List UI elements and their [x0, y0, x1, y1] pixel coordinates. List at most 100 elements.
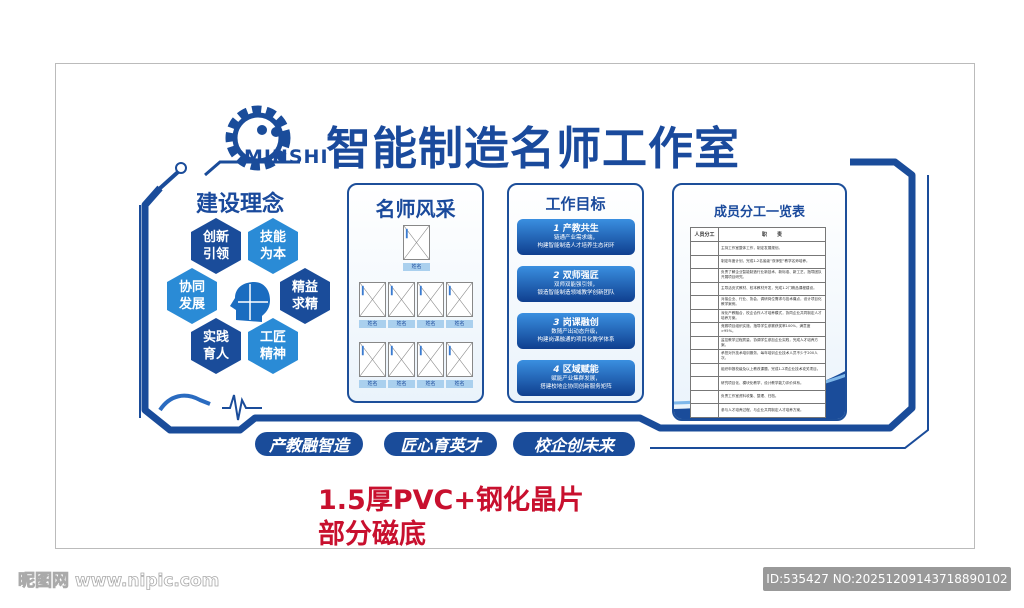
goals-panel: 工作目标 1 产教共生链通产业需求端，构建智能制造人才培养生态闭环 2 双师强匠双…: [507, 183, 644, 403]
concept-hex: 协同发展: [167, 268, 217, 324]
duty-cell: 主持工作室整体工作，制定发展规划。: [718, 241, 826, 256]
goal-title: 1 产教共生: [517, 221, 635, 234]
goal-text: 搭建校地企协同创新服务矩阵: [540, 384, 612, 390]
goal-number: 2: [553, 271, 560, 281]
concept-hex: 工匠精神: [248, 318, 298, 374]
goal-title-text: 双师强匠: [562, 271, 599, 281]
goal-text: 赋能产业集群发展，: [551, 376, 601, 382]
table-row: 研究项目化、模块化教学，设计教学能力评价体系。: [690, 376, 826, 391]
duty-cell: 制定年度计划，完成1-2名省级“双师型”教学名师培养。: [718, 254, 826, 269]
goal-text: 锻造智能制造领域教学创新团队: [537, 290, 615, 296]
role-cell: [690, 295, 719, 310]
teacher-photo-placeholder: [359, 282, 386, 317]
goal-text: 链通产业需求端，: [553, 235, 598, 241]
teacher-photo-placeholder: [359, 342, 386, 377]
duty-cell: 承担对外技术培训服务，每年培训企业技术人员不少于200人次。: [718, 349, 826, 364]
watermark-id: ID:535427 NO:20251209143718890102: [763, 567, 1011, 591]
goal-card: 1 产教共生链通产业需求端，构建智能制造人才培养生态闭环: [517, 219, 635, 255]
teacher-name-label: 姓名: [359, 320, 386, 328]
role-cell: [690, 376, 719, 391]
members-panel: 成员分工一览表 人员分工职 责 主持工作室整体工作，制定发展规划。制定年度计划，…: [672, 183, 847, 421]
duty-cell: 深化产教融合，校企合作人才培养模式，协同企业共同制定人才培养方案。: [718, 308, 826, 323]
role-cell: [690, 362, 719, 377]
teacher-name-label: 姓名: [417, 320, 444, 328]
table-row: 负责了解企业智能制造行业新技术、新标准、新工艺，指导团队开展项目研究。: [690, 268, 826, 283]
teacher-name-label: 姓名: [388, 320, 415, 328]
concept-hex: 精益求精: [280, 268, 330, 324]
role-cell: [690, 403, 719, 418]
concept-hex: 技能为本: [248, 218, 298, 274]
duty-cell: 参与人才培养过程，与企业共同制定人才培养方案。: [718, 403, 826, 418]
duty-cell: 主导活页式教材、校本教材开发，完成1-2门精品课程建设。: [718, 281, 826, 296]
goal-card: 2 双师强匠双师双能强引领， 锻造智能制造领域教学创新团队: [517, 266, 635, 302]
goal-text: 双师双能强引领，: [553, 282, 598, 288]
spec-line-1: 1.5厚PVC+钢化晶片: [318, 485, 584, 516]
teachers-panel: 名师风采 姓名姓名姓名姓名姓名姓名姓名姓名姓名: [347, 183, 484, 403]
goal-title-text: 区域赋能: [562, 365, 599, 375]
goal-number: 1: [553, 224, 560, 234]
goal-card: 3 岗课融创数随产出动态升级，构建岗课融通的项目化教学体系: [517, 313, 635, 349]
teacher-photo-placeholder: [403, 225, 430, 260]
table-row: 参与人才培养过程，与企业共同制定人才培养方案。: [690, 403, 826, 418]
goal-title: 2 双师强匠: [517, 268, 635, 281]
teacher-name-label: 姓名: [359, 380, 386, 388]
slogan-pill: 产教融智造: [255, 432, 363, 456]
role-cell: [690, 389, 719, 404]
goal-text: 数随产出动态升级，: [551, 329, 601, 335]
role-cell: [690, 254, 719, 269]
role-cell: [690, 268, 719, 283]
goal-title: 3 岗课融创: [517, 315, 635, 328]
goal-title-text: 产教共生: [562, 224, 599, 234]
table-row: 主持工作室整体工作，制定发展规划。: [690, 241, 826, 256]
teacher-name-label: 姓名: [403, 263, 430, 271]
teacher-photo-placeholder: [446, 342, 473, 377]
duty-cell: 负责了解企业智能制造行业新技术、新标准、新工艺，指导团队开展项目研究。: [718, 268, 826, 283]
table-row: 竞赛项目组织实施，指导学生参赛获奖率100%，满意度>95%。: [690, 322, 826, 337]
table-row: 监控教学过程质量，协调学生参加企业实践，完成人才培养方案。: [690, 335, 826, 350]
role-cell: [690, 281, 719, 296]
duty-cell: 组织申报校级及以上教改课题，完成1-2项企业技术攻关项目。: [718, 362, 826, 377]
goal-title-text: 岗课融创: [562, 318, 599, 328]
teacher-photo-placeholder: [388, 342, 415, 377]
goals-heading: 工作目标: [545, 195, 606, 213]
teachers-heading: 名师风采: [375, 197, 456, 221]
puzzle-head-icon: [230, 282, 270, 322]
members-heading: 成员分工一览表: [713, 205, 805, 220]
goal-number: 3: [553, 318, 560, 328]
teacher-photo-placeholder: [417, 342, 444, 377]
teacher-name-label: 姓名: [446, 320, 473, 328]
teacher-name-label: 姓名: [446, 380, 473, 388]
role-cell: [690, 349, 719, 364]
teacher-photo-placeholder: [388, 282, 415, 317]
goal-number: 4: [553, 365, 560, 375]
table-row: 制定年度计划，完成1-2名省级“双师型”教学名师培养。: [690, 254, 826, 269]
teacher-photo-placeholder: [446, 282, 473, 317]
role-cell: [690, 335, 719, 350]
duty-cell: 对接企业、行业、协会，调研岗位需求与技术痛点，设计项目化教学案例。: [718, 295, 826, 310]
table-row: 对接企业、行业、协会，调研岗位需求与技术痛点，设计项目化教学案例。: [690, 295, 826, 310]
table-row: 负责工作室资料收集、整理、归档。: [690, 389, 826, 404]
teacher-name-label: 姓名: [388, 380, 415, 388]
members-table: 人员分工职 责 主持工作室整体工作，制定发展规划。制定年度计划，完成1-2名省级…: [690, 227, 826, 418]
table-row: 组织申报校级及以上教改课题，完成1-2项企业技术攻关项目。: [690, 362, 826, 377]
teacher-name-label: 姓名: [417, 380, 444, 388]
goal-card: 4 区域赋能赋能产业集群发展， 搭建校地企协同创新服务矩阵: [517, 360, 635, 396]
duty-cell: 监控教学过程质量，协调学生参加企业实践，完成人才培养方案。: [718, 335, 826, 350]
duty-cell: 负责工作室资料收集、整理、归档。: [718, 389, 826, 404]
duty-cell: 竞赛项目组织实施，指导学生参赛获奖率100%，满意度>95%。: [718, 322, 826, 337]
role-cell: [690, 322, 719, 337]
table-row: 主导活页式教材、校本教材开发，完成1-2门精品课程建设。: [690, 281, 826, 296]
concept-hex: 实践育人: [191, 318, 241, 374]
role-cell: [690, 308, 719, 323]
slogan-pill: 匠心育英才: [384, 432, 497, 456]
slogan-pill: 校企创未来: [513, 432, 635, 456]
duty-cell: 研究项目化、模块化教学，设计教学能力评价体系。: [718, 376, 826, 391]
role-cell: [690, 241, 719, 256]
spec-line-2: 部分磁底: [318, 519, 426, 550]
board-frame: [55, 63, 975, 549]
table-row: 承担对外技术培训服务，每年培训企业技术人员不少于200人次。: [690, 349, 826, 364]
goal-title: 4 区域赋能: [517, 362, 635, 375]
logo-text: MINSHI: [244, 146, 329, 168]
column-header: 人员分工: [690, 227, 719, 242]
